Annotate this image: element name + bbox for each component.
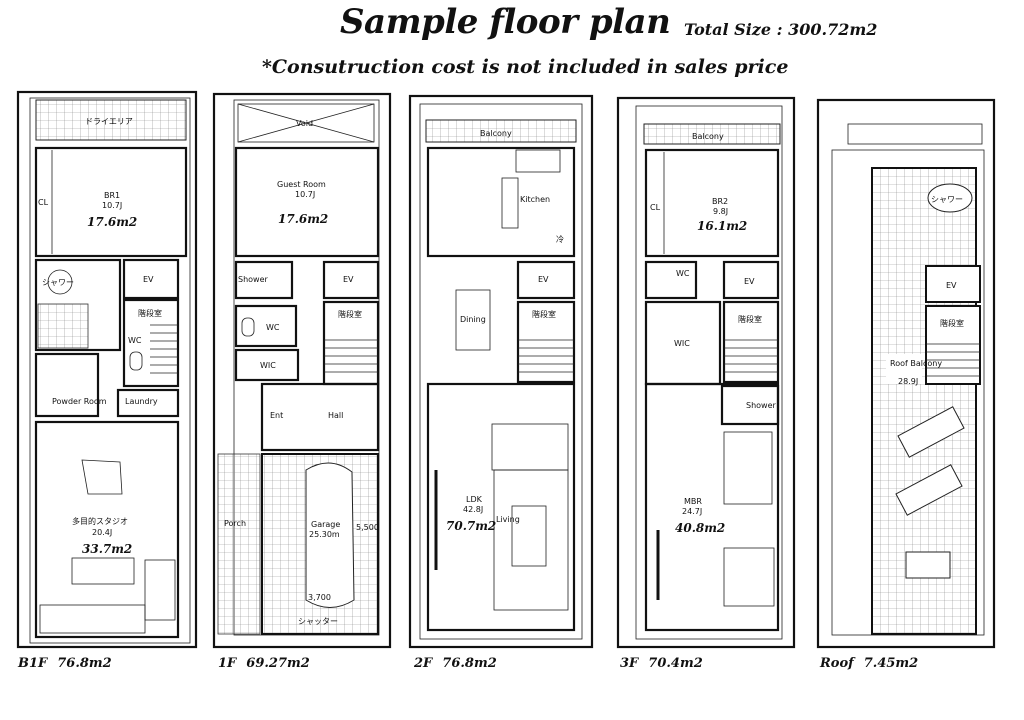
mbr-label: MBR: [684, 497, 702, 506]
ev-label: EV: [538, 275, 549, 284]
floor-area: 76.8m2: [57, 656, 112, 671]
dining-table: [455, 289, 491, 351]
ev-label: EV: [143, 275, 154, 284]
floor-label-1f: 1F 69.27m2: [218, 656, 310, 671]
shutter-label: シャッター: [298, 617, 338, 626]
shower-label: シャワー: [42, 278, 74, 287]
living-label: Living: [496, 515, 520, 524]
ent-label: Ent: [270, 411, 283, 420]
car-icon: [305, 462, 355, 608]
ev-label: EV: [946, 281, 957, 290]
kitchen-label: Kitchen: [520, 195, 550, 204]
floor-label-3f: 3F 70.4m2: [620, 656, 703, 671]
br1-label: BR1: [104, 191, 120, 200]
fridge-label: 冷: [556, 234, 564, 244]
stair-label: 階段室: [138, 308, 162, 318]
plan-2f: Balcony Kitchen 冷 EV Dining 階段室 LDK 42.8…: [408, 94, 594, 649]
ldk-label: LDK: [466, 495, 483, 504]
page-title: Sample floor plan: [340, 2, 671, 42]
garage-size: 25.30m: [309, 530, 340, 539]
patio-table: [905, 551, 951, 579]
ev-label: EV: [744, 277, 755, 286]
roof-balcony-tatami: 28.9J: [898, 377, 918, 386]
cl-label: CL: [650, 203, 661, 212]
floor-name: 3F: [620, 656, 639, 671]
floor-label-roof: Roof 7.45m2: [820, 656, 918, 671]
roof-shower-label: シャワー: [931, 195, 963, 204]
br2-tatami: 9.8J: [713, 207, 728, 216]
studio-area: 33.7m2: [82, 542, 132, 556]
plan-b1f: ドライエリア CL BR1 10.7J 17.6m2 シャワー EV 階段室 W…: [16, 90, 198, 649]
plan-1f: Void Guest Room 10.7J 17.6m2 Shower EV W…: [212, 92, 392, 649]
cl-label: CL: [38, 198, 49, 207]
wic-label: WIC: [260, 361, 276, 370]
mbr-tatami: 24.7J: [682, 507, 702, 516]
mbr-area: 40.8m2: [675, 521, 725, 535]
wc-label: WC: [676, 269, 690, 278]
stair-label: 階段室: [940, 318, 964, 328]
total-size: Total Size : 300.72m2: [684, 20, 878, 39]
powder-room-label: Powder Room: [52, 397, 107, 406]
dining-label: Dining: [460, 315, 486, 324]
wc-label: WC: [266, 323, 280, 332]
floor-name: 2F: [414, 656, 433, 671]
floor-name: 1F: [218, 656, 237, 671]
guest-room-label: Guest Room: [277, 180, 326, 189]
ldk-tatami: 42.8J: [463, 505, 483, 514]
wc-label: WC: [128, 336, 142, 345]
guest-room-tatami: 10.7J: [295, 190, 315, 199]
stair-label: 階段室: [532, 309, 556, 319]
shower-label: Shower: [746, 401, 777, 410]
void-label: Void: [296, 119, 313, 128]
plan-roof: シャワー EV 階段室 Roof Balcony 28.9J: [816, 98, 996, 649]
hall-label: Hall: [328, 411, 343, 420]
br1-tatami: 10.7J: [102, 201, 122, 210]
balcony-label: Balcony: [480, 129, 512, 138]
stair-label: 階段室: [738, 314, 762, 324]
cost-note: *Consutruction cost is not included in s…: [262, 56, 789, 78]
balcony-label: Balcony: [692, 132, 724, 141]
sun-lounger: [895, 464, 963, 516]
br2-label: BR2: [712, 197, 728, 206]
studio-tatami: 20.4J: [92, 528, 112, 537]
shower-label: Shower: [238, 275, 269, 284]
br2-area: 16.1m2: [697, 219, 747, 233]
sun-lounger: [897, 406, 965, 458]
ev-label: EV: [343, 275, 354, 284]
floor-area: 7.45m2: [863, 656, 919, 671]
plan-3f: Balcony CL BR2 9.8J 16.1m2 WC EV WIC 階段室…: [616, 96, 796, 649]
floor-name: Roof: [820, 656, 854, 671]
garage-label: Garage: [311, 520, 340, 529]
floor-area: 70.4m2: [648, 656, 703, 671]
wic-label: WIC: [674, 339, 690, 348]
garage-depth: 5,500: [356, 523, 379, 532]
floor-name: B1F: [18, 656, 48, 671]
floor-area: 76.8m2: [442, 656, 497, 671]
guest-room-area: 17.6m2: [278, 212, 328, 226]
stair-label: 階段室: [338, 309, 362, 319]
floor-label-2f: 2F 76.8m2: [414, 656, 497, 671]
floor-label-b1f: B1F 76.8m2: [18, 656, 112, 671]
shower-icon: [47, 269, 73, 295]
roof-balcony-label: Roof Balcony: [890, 359, 942, 368]
porch-label: Porch: [224, 519, 246, 528]
dry-area-label: ドライエリア: [85, 117, 133, 126]
dry-area: [35, 99, 187, 141]
garage-width: 3,700: [308, 593, 331, 602]
floor-area: 69.27m2: [246, 656, 310, 671]
br1-area: 17.6m2: [87, 215, 137, 229]
laundry-label: Laundry: [125, 397, 158, 406]
ldk-area: 70.7m2: [446, 519, 496, 533]
studio-label: 多目的スタジオ: [72, 516, 128, 526]
